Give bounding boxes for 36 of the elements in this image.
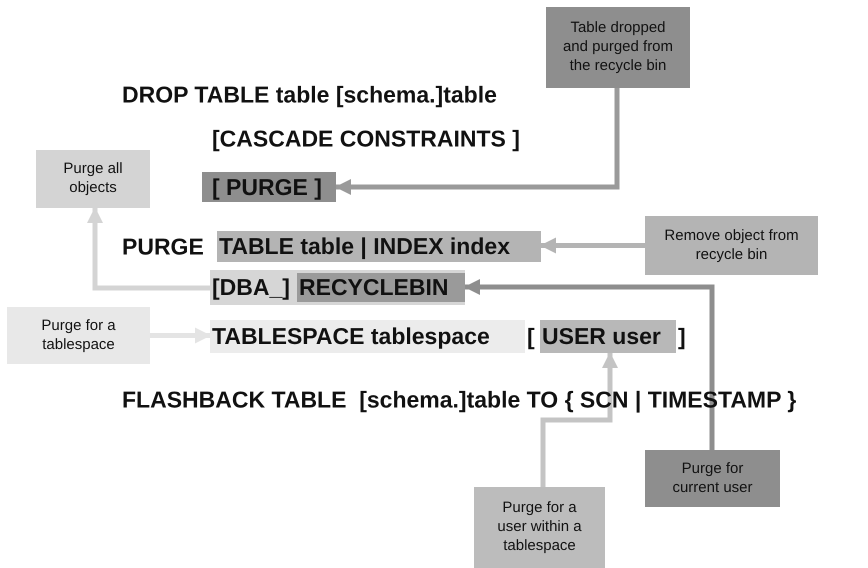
callout-text: Remove object from recycle bin — [663, 226, 800, 264]
arrow — [150, 328, 211, 344]
callout-text: Purge for a tablespace — [40, 316, 117, 354]
callout-text: Table dropped and purged from the recycle bin — [562, 19, 674, 76]
highlight-band — [297, 273, 465, 302]
callout-text: Purge for current user — [671, 460, 754, 498]
syntax-text: USER user — [542, 323, 661, 350]
highlight-band — [540, 320, 676, 353]
syntax-text: TABLESPACE tablespace — [212, 323, 490, 350]
callout-box — [474, 487, 605, 568]
syntax-text: ] — [678, 326, 686, 348]
syntax-text: RECYCLEBIN — [299, 274, 449, 301]
syntax-text: [ — [527, 326, 535, 348]
highlight-band — [202, 172, 336, 202]
highlight-band — [217, 231, 541, 262]
arrow — [540, 238, 645, 254]
callout-box — [36, 150, 150, 208]
syntax-text: [DBA_] — [212, 274, 290, 301]
callout-text: Purge for a user within a tablespace — [496, 499, 583, 556]
highlight-band — [210, 320, 525, 353]
highlight-band — [210, 270, 465, 305]
syntax-text: DROP TABLE table [schema.]table — [122, 84, 497, 106]
callout-text: Purge all objects — [62, 160, 124, 198]
callout-box — [7, 307, 150, 364]
syntax-text: [ PURGE ] — [212, 174, 322, 200]
arrow — [335, 88, 620, 195]
arrow — [87, 207, 210, 290]
syntax-text: PURGE — [122, 236, 204, 258]
syntax-text: FLASHBACK TABLE [schema.]table TO { SCN | TIMESTAMP } — [122, 388, 796, 412]
arrow — [464, 279, 714, 450]
callout-box — [645, 450, 780, 507]
syntax-text: [CASCADE CONSTRAINTS ] — [212, 128, 520, 150]
callout-box — [546, 7, 690, 88]
callout-box — [645, 216, 818, 275]
arrow — [540, 352, 618, 487]
syntax-text: TABLE table | INDEX index — [219, 233, 510, 260]
